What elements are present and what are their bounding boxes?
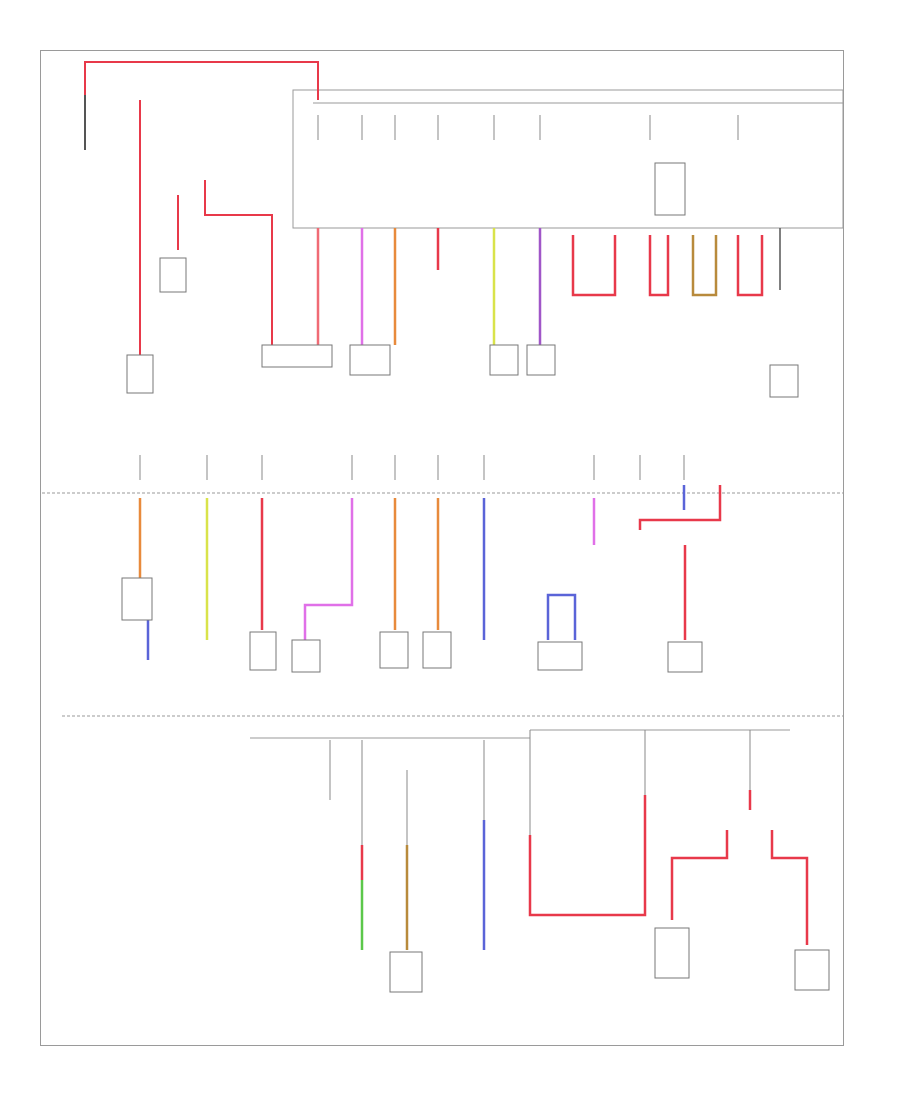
module-box-7 [537,641,583,671]
starter-red-wire [204,180,273,345]
relay-box-2 [769,364,799,398]
module-box-3 [249,631,277,671]
module-box-1 [349,344,391,376]
wire-red-5 [638,485,722,530]
module-box-6 [422,631,452,669]
battery-box [126,354,154,394]
module-box-10 [654,927,690,979]
wire-red-loop-1 [571,235,617,297]
wire-red-8 [670,830,729,920]
relay-box-1 [654,162,686,216]
module-box-5 [379,631,409,669]
fusible-link-box [159,257,187,293]
generator-box [261,344,333,368]
wire-blue-3 [546,593,577,640]
diagram-frame [40,50,844,1046]
relay-box-3 [489,344,519,376]
module-box-11 [794,949,830,991]
module-box-2 [526,344,556,376]
module-box-9 [389,951,423,993]
top-fuse-box [292,89,844,229]
module-box-4 [291,639,321,673]
wire-red-loop-2 [648,235,670,297]
wire-red-7 [528,795,647,917]
wire-pink-2 [303,498,354,640]
wire-red-loop-3 [736,235,764,297]
module-box-8 [667,641,703,673]
wire-red-9 [770,830,809,945]
sensor-box [121,577,153,621]
battery-red-loop [84,61,319,100]
wire-tan-loop [691,235,718,297]
